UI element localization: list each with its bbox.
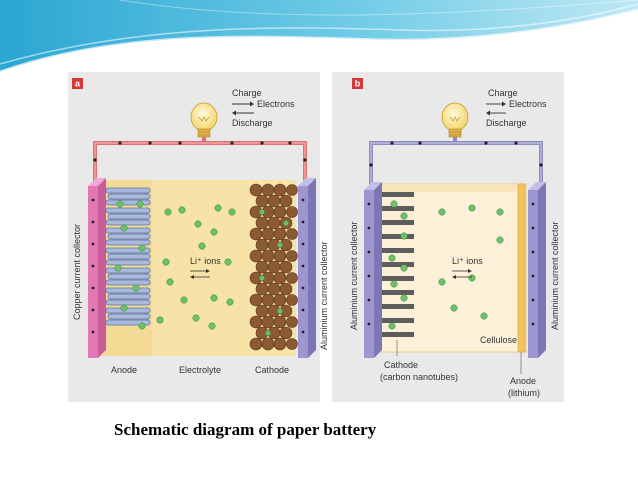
cathode-nanotubes-label-line1: Cathode — [384, 360, 418, 370]
cathode-label: Cathode — [255, 365, 289, 375]
left-arrow-icon — [486, 110, 506, 116]
panel-a-conventional-battery: a Charge Electrons Discharge — [68, 72, 329, 402]
panel-b-left-aluminium-collector — [364, 182, 382, 358]
panel-a-tag-box — [72, 78, 83, 89]
panel-b-left-collector-label: Aluminium current collector — [349, 221, 359, 330]
panel-a-charge-label: Charge — [232, 88, 262, 98]
light-bulb-icon — [190, 102, 218, 138]
double-arrow-icon — [452, 269, 472, 279]
panel-a-ions-label: Li⁺ ions — [190, 256, 221, 266]
panel-b-charge-label: Charge — [488, 88, 518, 98]
panel-b-right-aluminium-collector — [528, 182, 546, 358]
lithium-anode-strip — [517, 183, 526, 353]
panel-b-discharge-label: Discharge — [486, 118, 527, 128]
panel-a-left-collector-label: Copper current collector — [72, 224, 82, 320]
panel-a-electrons-label: Electrons — [257, 99, 295, 109]
anode-lithium-label-line2: (lithium) — [508, 388, 540, 398]
right-arrow-icon — [232, 101, 254, 107]
copper-current-collector — [88, 178, 106, 358]
cellulose-label: Cellulose — [480, 335, 517, 345]
right-arrow-icon — [486, 101, 506, 107]
panel-a-tag: a — [75, 79, 81, 89]
cathode-nanotubes-label-line2: (carbon nanotubes) — [380, 372, 458, 382]
panel-b-electrons-label: Electrons — [509, 99, 547, 109]
panel-b-lithium-ions — [388, 200, 504, 330]
panel-b-paper-battery: b Charge Electrons Discharge — [332, 72, 564, 402]
graphite-anode-layers — [105, 187, 151, 326]
panel-a-lithium-ions — [114, 200, 236, 330]
panel-a-external-circuit-wire — [93, 137, 307, 182]
panel-b-external-circuit-wire — [369, 137, 543, 186]
panel-a-right-collector-label: Aluminium current collector — [319, 241, 329, 350]
panel-b-tag: b — [355, 79, 361, 89]
panel-b-tag-box — [352, 78, 363, 89]
anode-label: Anode — [111, 365, 137, 375]
paper-top-edge — [376, 184, 526, 192]
figure-caption: Schematic diagram of paper battery — [114, 420, 377, 439]
carbon-nanotubes — [382, 192, 414, 337]
cathode-particles — [249, 183, 298, 351]
cathode-ions — [259, 209, 289, 336]
panel-a-discharge-label: Discharge — [232, 118, 273, 128]
anode-lithium-label-line1: Anode — [510, 376, 536, 386]
header-wave-banner — [0, 0, 638, 74]
double-arrow-icon — [190, 269, 210, 279]
left-arrow-icon — [232, 110, 254, 116]
panel-b-right-collector-label: Aluminium current collector — [550, 221, 560, 330]
panel-b-ions-label: Li⁺ ions — [452, 256, 483, 266]
panel-a-aluminium-current-collector — [298, 178, 316, 358]
electrolyte-label: Electrolyte — [179, 365, 221, 375]
